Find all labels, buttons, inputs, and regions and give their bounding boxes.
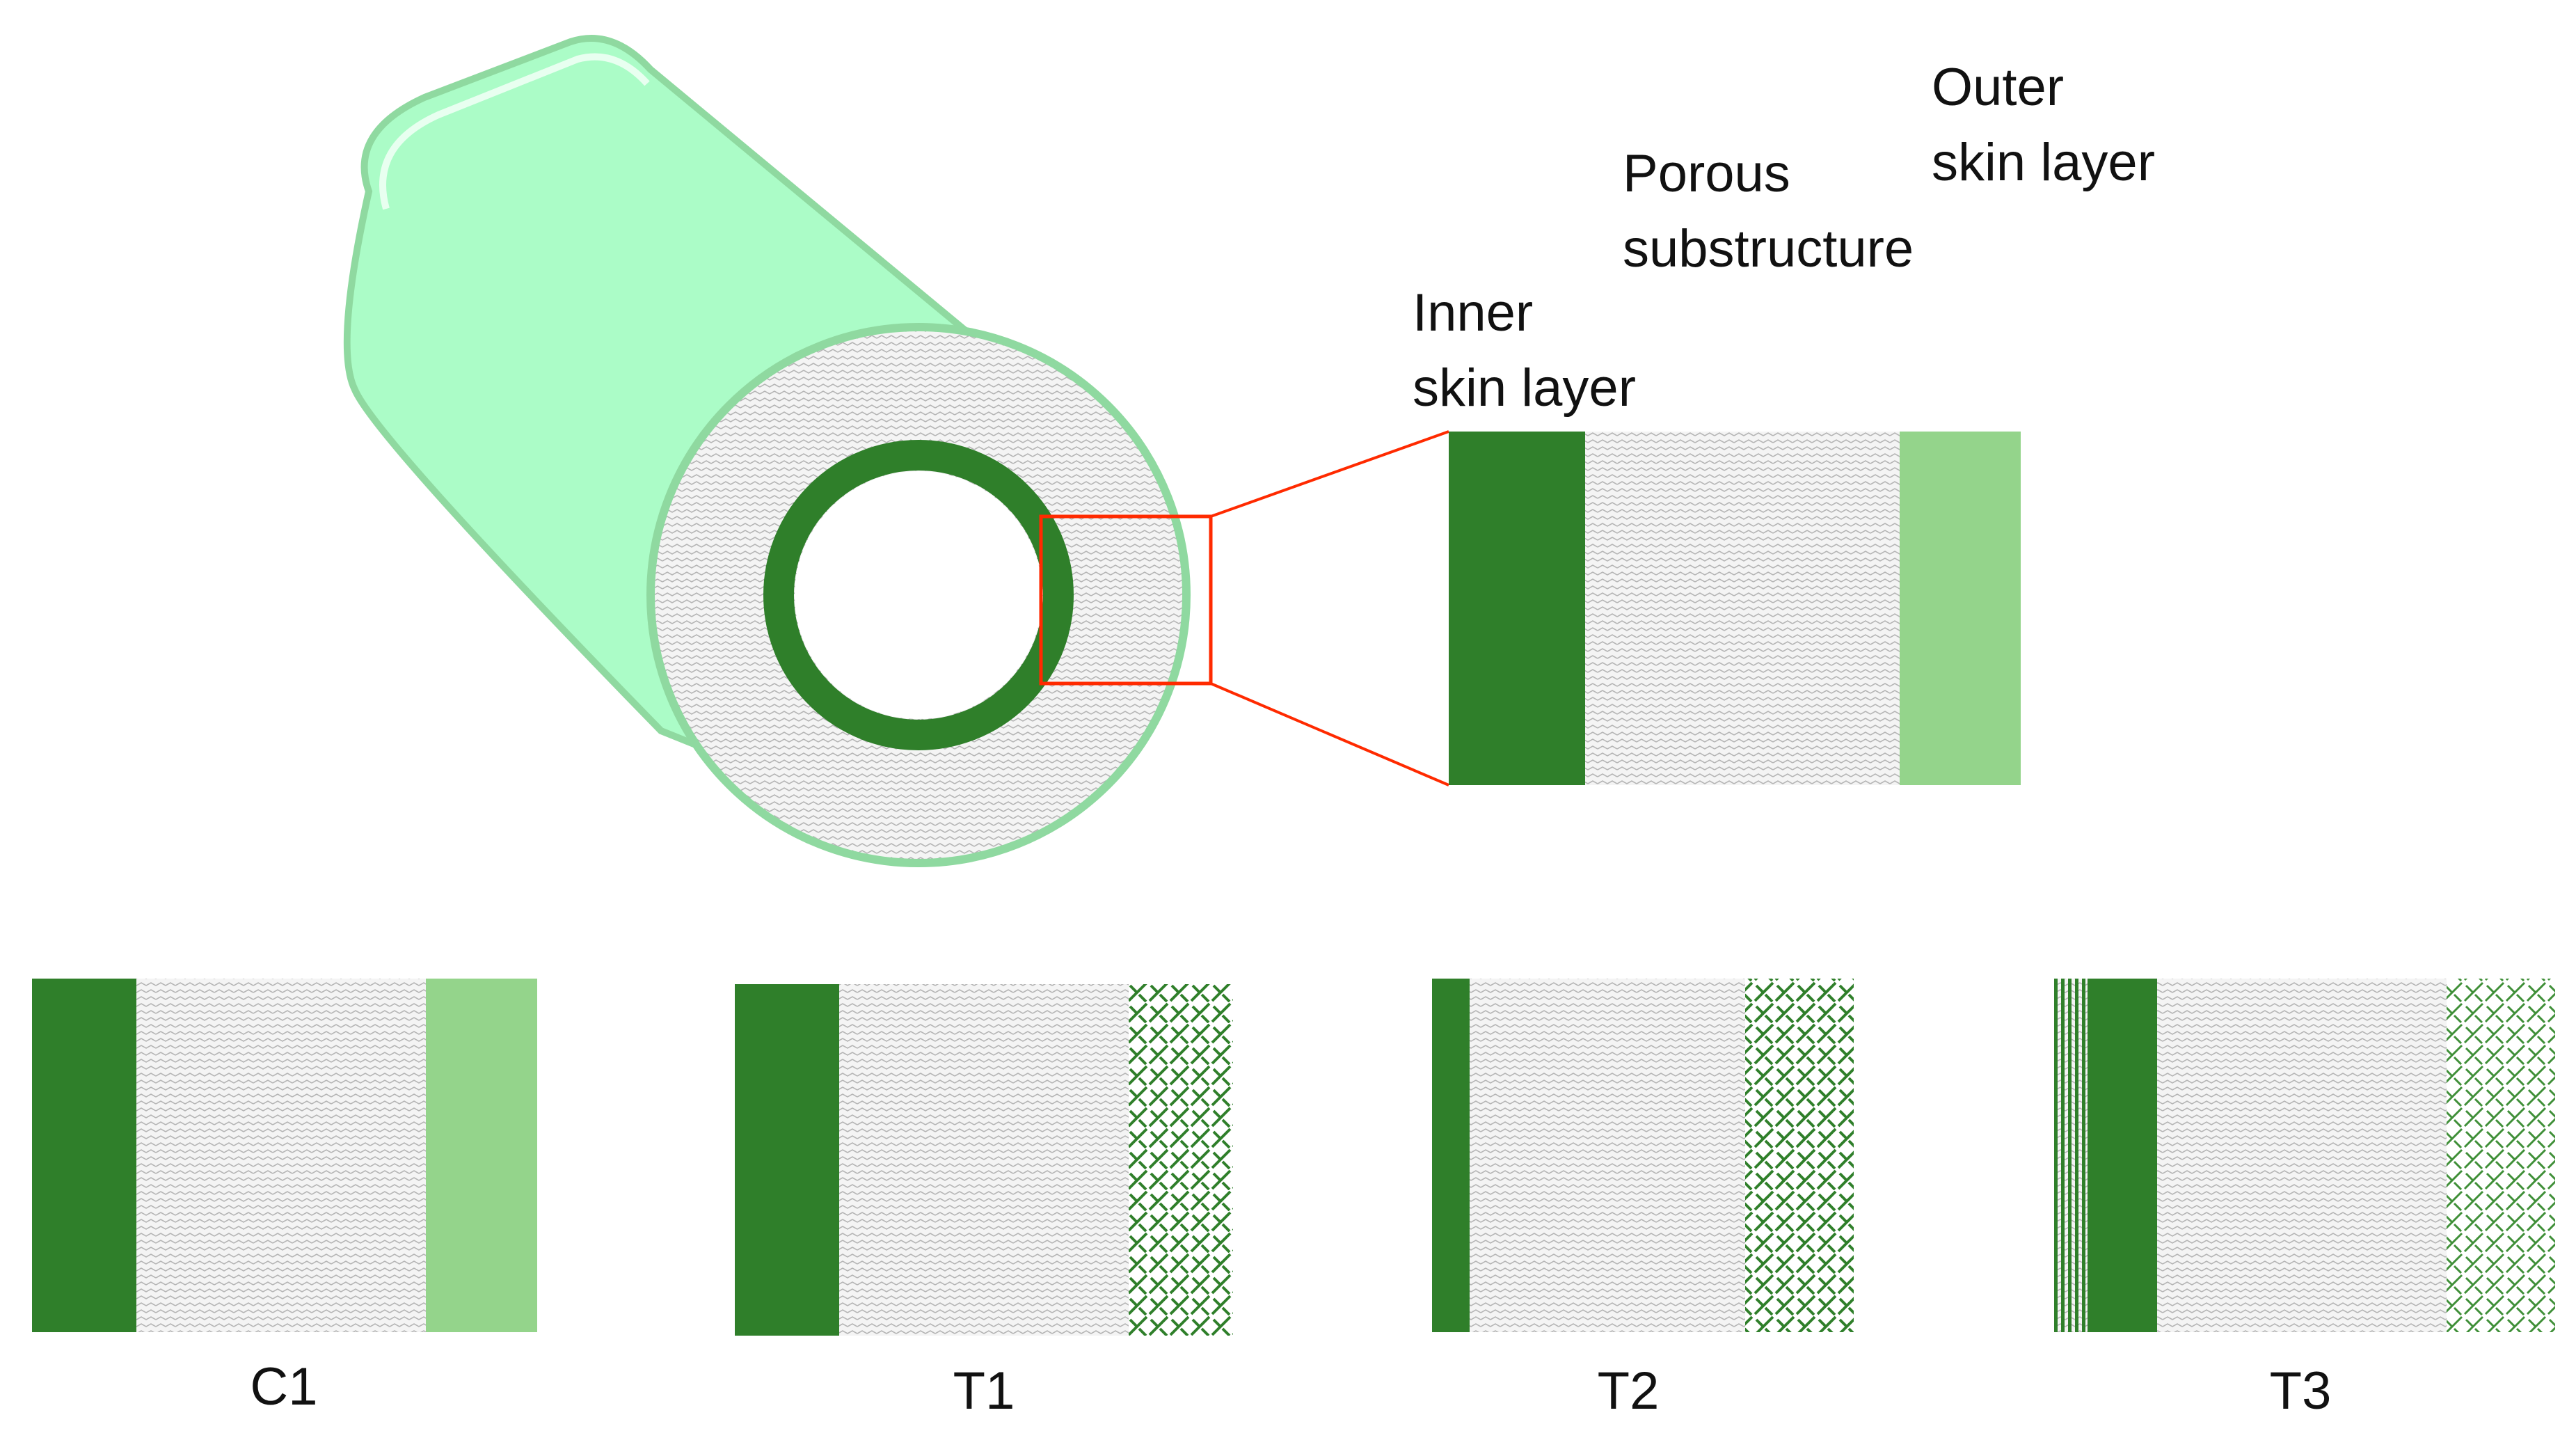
t2-inner-skin xyxy=(1432,979,1470,1332)
sample-label-t1: T1 xyxy=(953,1361,1015,1421)
lumen xyxy=(795,471,1042,719)
t3-inner-skin xyxy=(2088,979,2157,1332)
t1-outer-lattice xyxy=(1129,984,1233,1336)
c1-inner-skin xyxy=(32,979,136,1332)
sample-t1-strip xyxy=(735,984,1233,1336)
zoom-box xyxy=(1039,514,1213,686)
t2-outer-lattice xyxy=(1745,979,1854,1332)
zoom-line-top xyxy=(1210,430,1449,518)
sample-label-c1: C1 xyxy=(250,1357,318,1416)
sample-t3-strip xyxy=(2054,979,2555,1332)
hollow-fiber xyxy=(343,35,1191,867)
magnified-inner-skin xyxy=(1449,432,1585,785)
t3-inner-stripes xyxy=(2054,979,2085,1332)
zoom-line-bottom xyxy=(1210,682,1449,786)
magnified-outer-skin xyxy=(1900,432,2021,785)
magnified-layers xyxy=(1449,432,2021,785)
sample-label-t3: T3 xyxy=(2269,1361,2332,1421)
zoom-indicator xyxy=(1039,430,1449,786)
fiber-highlight xyxy=(379,53,650,210)
t1-inner-skin xyxy=(735,984,839,1336)
inner-skin-ring xyxy=(763,440,1074,750)
c1-outer-skin xyxy=(426,979,537,1332)
t3-outer-lattice xyxy=(2447,979,2555,1332)
sample-label-t2: T2 xyxy=(1597,1361,1660,1421)
inner-skin-layer-label: Inner skin layer xyxy=(1413,283,1636,418)
porous-substructure-label: Porous substructure xyxy=(1623,144,1914,278)
sample-t2-strip xyxy=(1432,979,1854,1332)
outer-skin-layer-label: Outer skin layer xyxy=(1932,58,2155,192)
sample-c1-strip xyxy=(32,979,537,1332)
